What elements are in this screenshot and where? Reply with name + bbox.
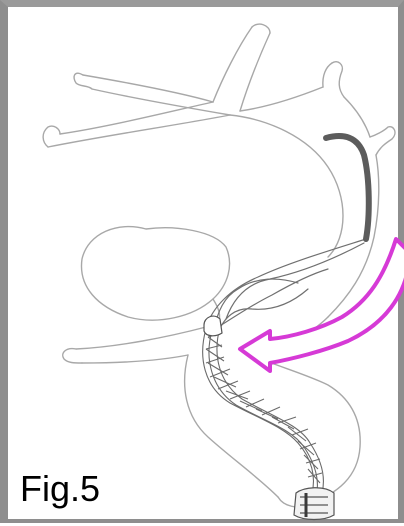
stent-attachment (204, 316, 222, 336)
delivery-device (294, 488, 334, 520)
aortic-arch-outline (43, 24, 395, 507)
deployment-arrow (240, 239, 404, 371)
aortic-diagram (16, 14, 404, 526)
figure-label: Fig.5 (20, 469, 100, 509)
stent-graft-upper (326, 136, 369, 239)
